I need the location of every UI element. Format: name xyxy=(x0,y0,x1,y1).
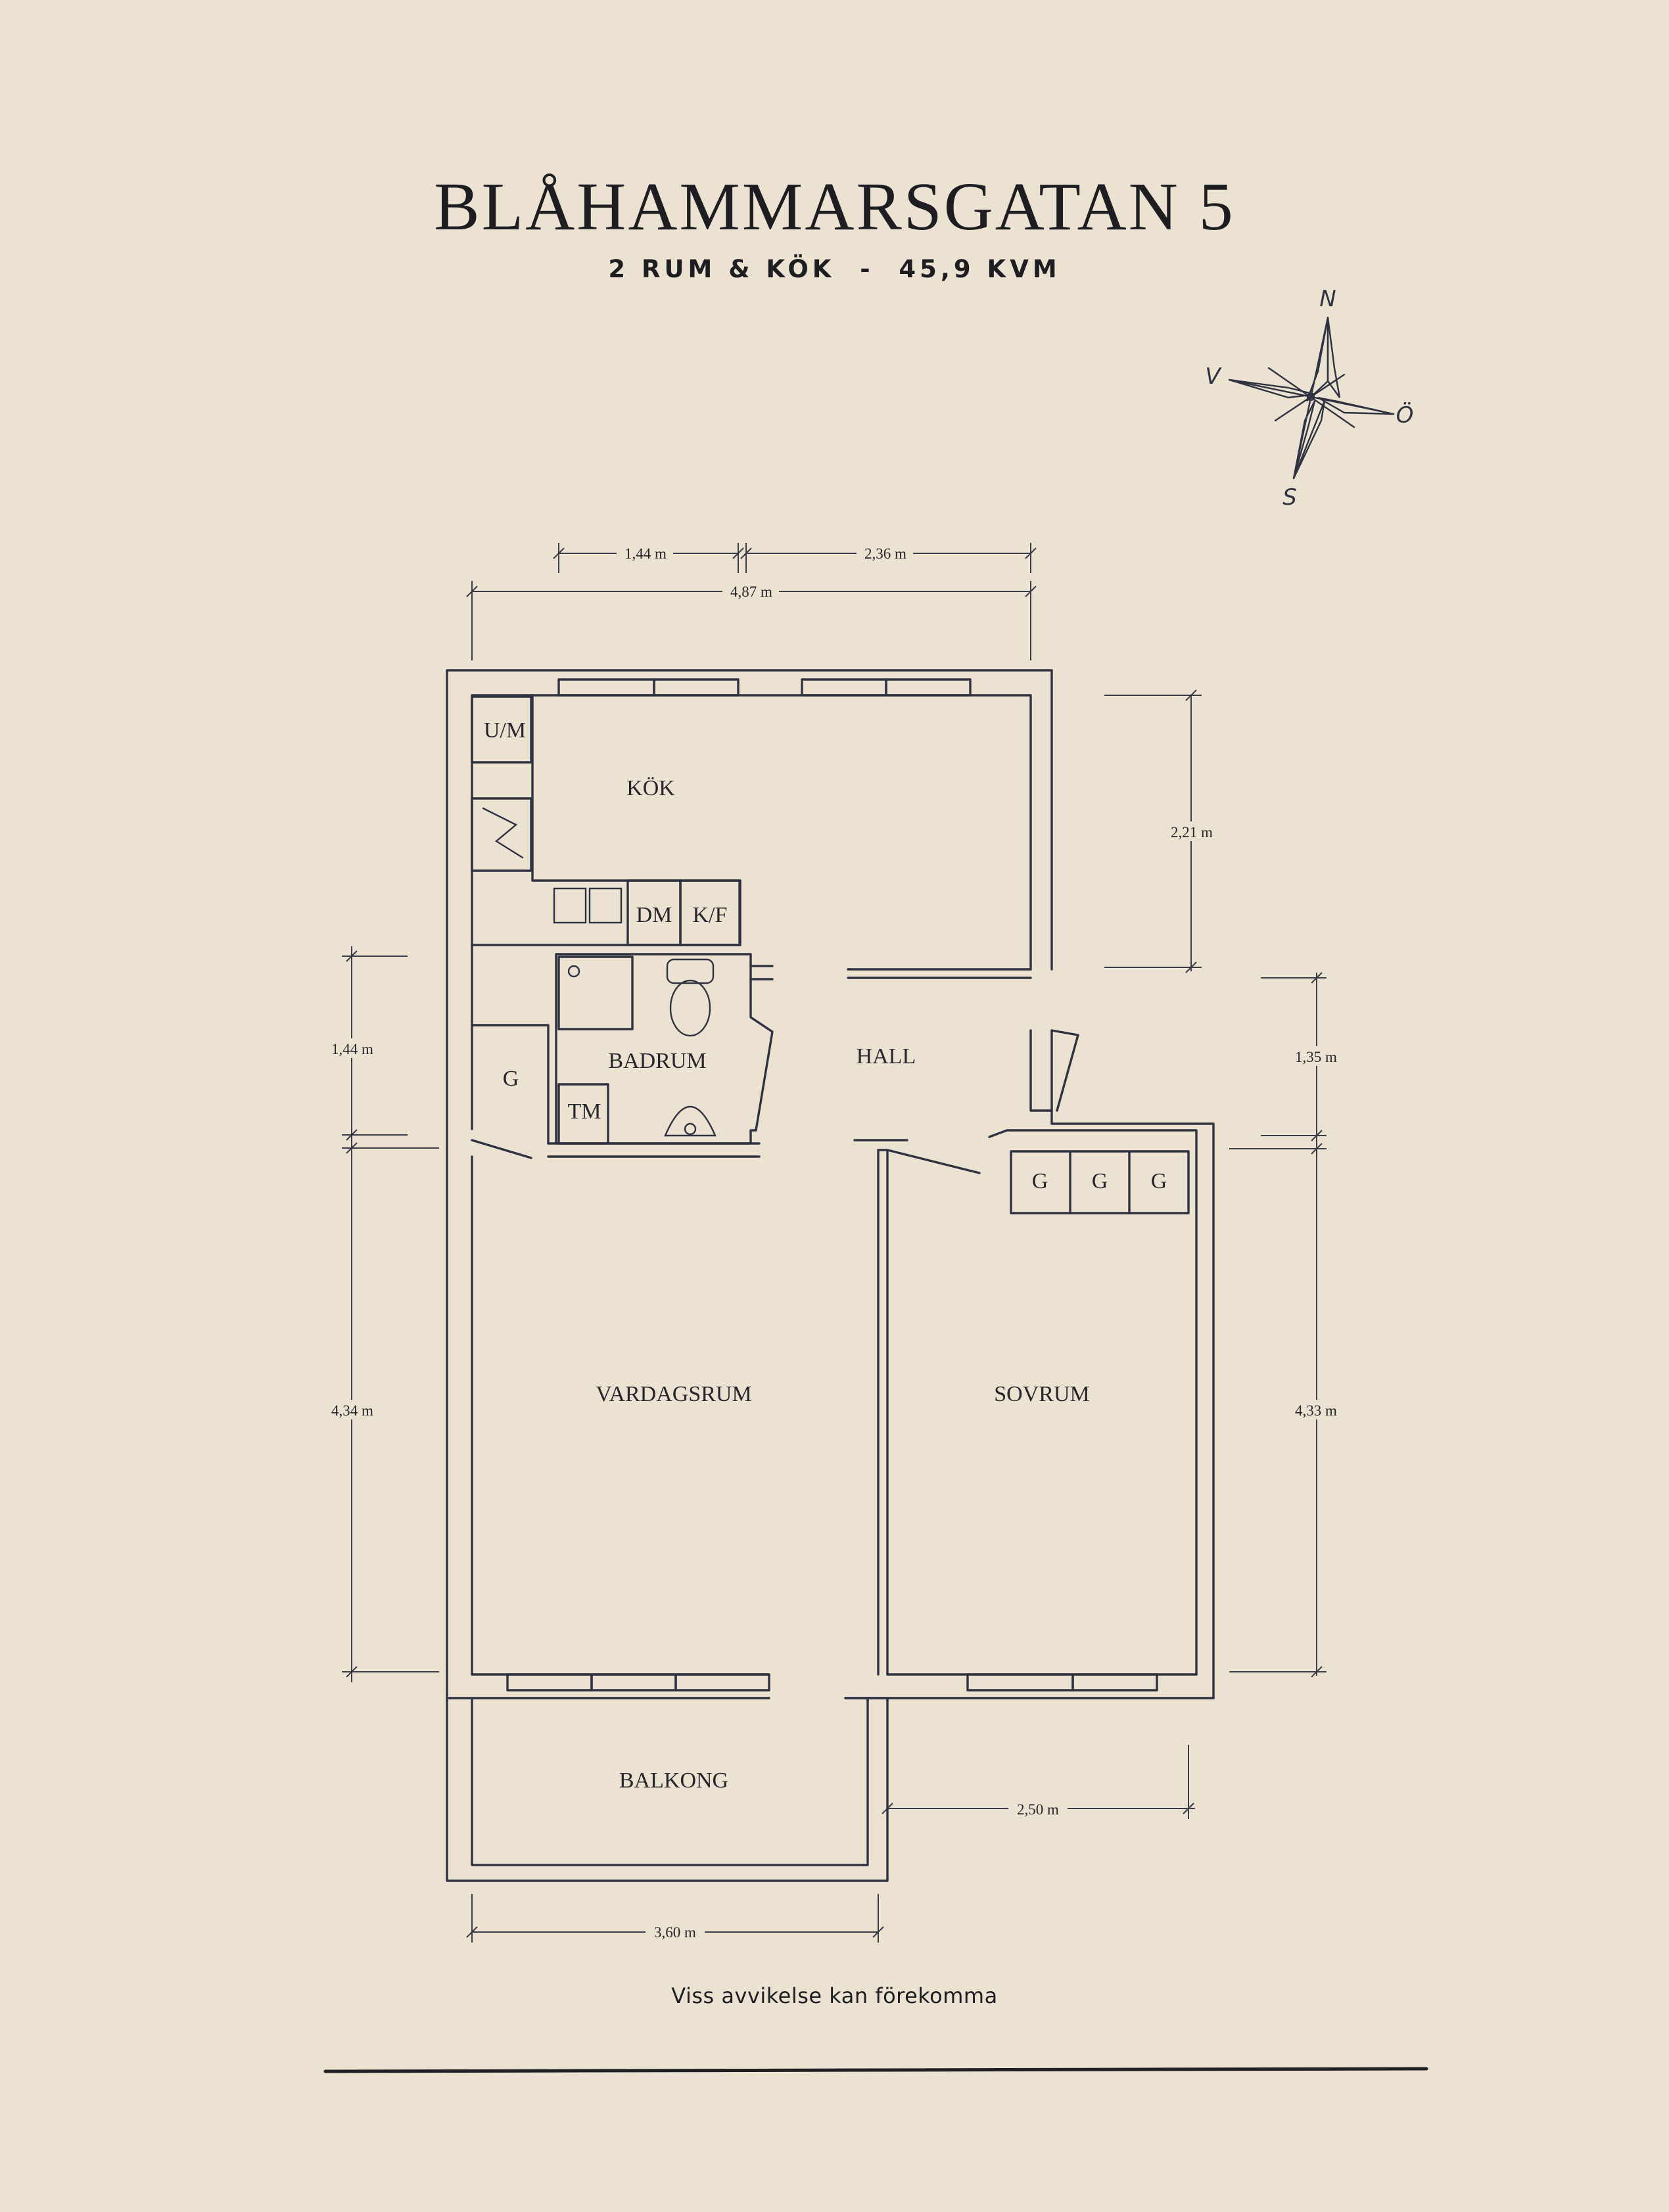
compass-north-label: N xyxy=(1319,286,1336,312)
bathroom-fixtures xyxy=(557,956,717,1145)
dim-hall-height: 1,35 m xyxy=(1295,1049,1337,1065)
room-label-g1: G xyxy=(1032,1169,1048,1193)
dim-top-left: 1,44 m xyxy=(624,545,667,562)
compass-east-label: Ö xyxy=(1396,402,1414,428)
windows xyxy=(506,678,1158,1692)
room-label-tm: TM xyxy=(568,1099,601,1124)
room-label-g2: G xyxy=(1092,1169,1108,1193)
room-label-g3: G xyxy=(1151,1169,1167,1193)
page-subtitle: 2 RUM & KÖK - 45,9 KVM xyxy=(608,255,1061,283)
room-label-kf: K/F xyxy=(693,903,728,927)
compass-west-label: V xyxy=(1205,363,1222,390)
room-label-badrum: BADRUM xyxy=(608,1049,706,1073)
dim-kitchen-height: 2,21 m xyxy=(1171,824,1213,841)
room-label-sovrum: SOVRUM xyxy=(994,1382,1089,1406)
dim-top-right: 2,36 m xyxy=(864,545,906,562)
room-label-g-bath: G xyxy=(503,1067,519,1091)
compass-rose-icon xyxy=(1228,316,1395,480)
disclaimer-note: Viss avvikelse kan förekomma xyxy=(671,1983,998,2008)
dim-top-total: 4,87 m xyxy=(730,584,772,600)
compass-south-label: S xyxy=(1282,484,1297,511)
room-label-vardagsrum: VARDAGSRUM xyxy=(596,1382,751,1406)
dim-bedroom-height: 4,33 m xyxy=(1295,1402,1337,1419)
dim-balcony-width: 3,60 m xyxy=(654,1924,696,1941)
dim-left-upper: 1,44 m xyxy=(331,1041,373,1057)
room-label-kok: KÖK xyxy=(626,776,675,800)
dim-bedroom-width: 2,50 m xyxy=(1017,1801,1059,1818)
kitchen-fixtures xyxy=(471,695,741,946)
room-label-um: U/M xyxy=(484,718,526,743)
room-label-hall: HALL xyxy=(857,1044,916,1069)
room-label-dm: DM xyxy=(636,903,672,927)
page-title: BLÅHAMMARSGATAN 5 xyxy=(434,169,1235,244)
dim-living-height: 4,34 m xyxy=(331,1402,373,1419)
balcony-outline xyxy=(446,1697,889,1882)
room-label-balkong: BALKONG xyxy=(619,1768,728,1793)
